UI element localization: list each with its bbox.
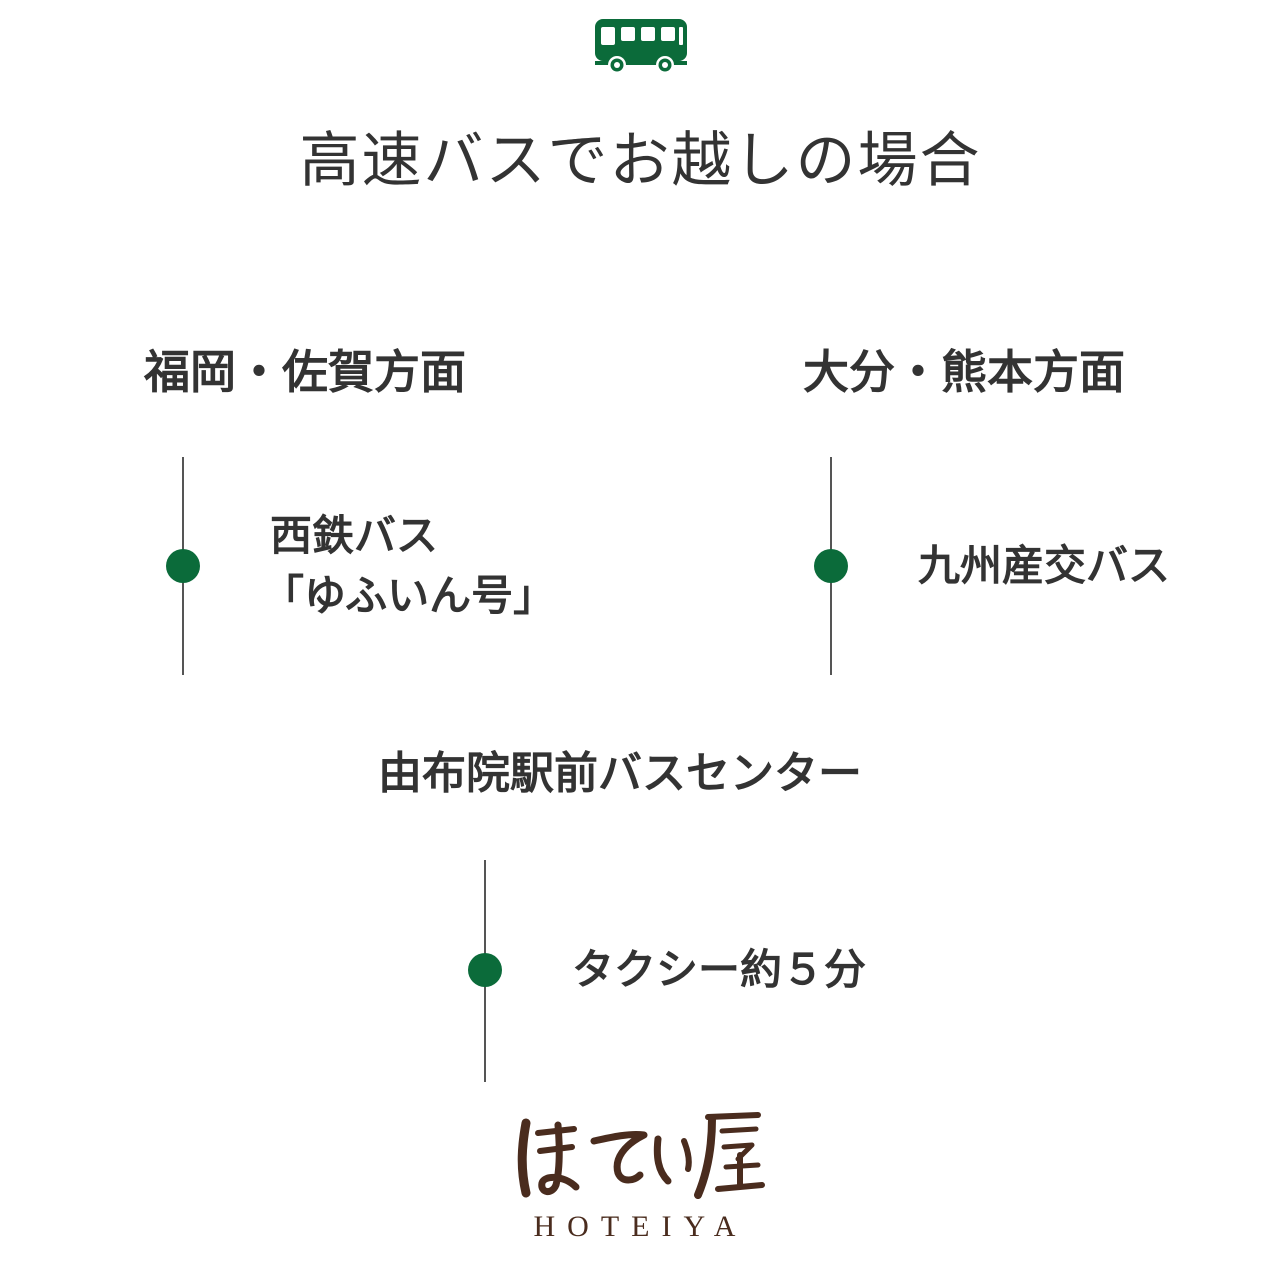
hoteiya-wordmark: HOTEIYA bbox=[533, 1210, 748, 1243]
route-title-oita-kumamoto: 大分・熊本方面 bbox=[803, 345, 1125, 399]
timeline-dot-left bbox=[166, 549, 200, 583]
destination-yufuin-bus-center: 由布院駅前バスセンター bbox=[378, 748, 862, 799]
page-title: 高速バスでお越しの場合 bbox=[299, 126, 982, 196]
bus-name-left: 西鉄バス 「ゆふいん号」 bbox=[262, 506, 555, 626]
timeline-dot-right bbox=[814, 549, 848, 583]
taxi-duration: タクシー約５分 bbox=[572, 945, 867, 994]
bus-company-kyushu-sanko: 九州産交バス bbox=[918, 541, 1171, 590]
hoteiya-logo-mark bbox=[517, 1112, 765, 1199]
route-title-fukuoka-saga: 福岡・佐賀方面 bbox=[144, 345, 466, 399]
timeline-dot-center bbox=[468, 953, 502, 987]
bus-icon bbox=[595, 19, 687, 74]
bus-company-nishitetsu: 西鉄バス bbox=[270, 511, 439, 560]
bus-service-yufuin-go: 「ゆふいん号」 bbox=[262, 571, 556, 620]
